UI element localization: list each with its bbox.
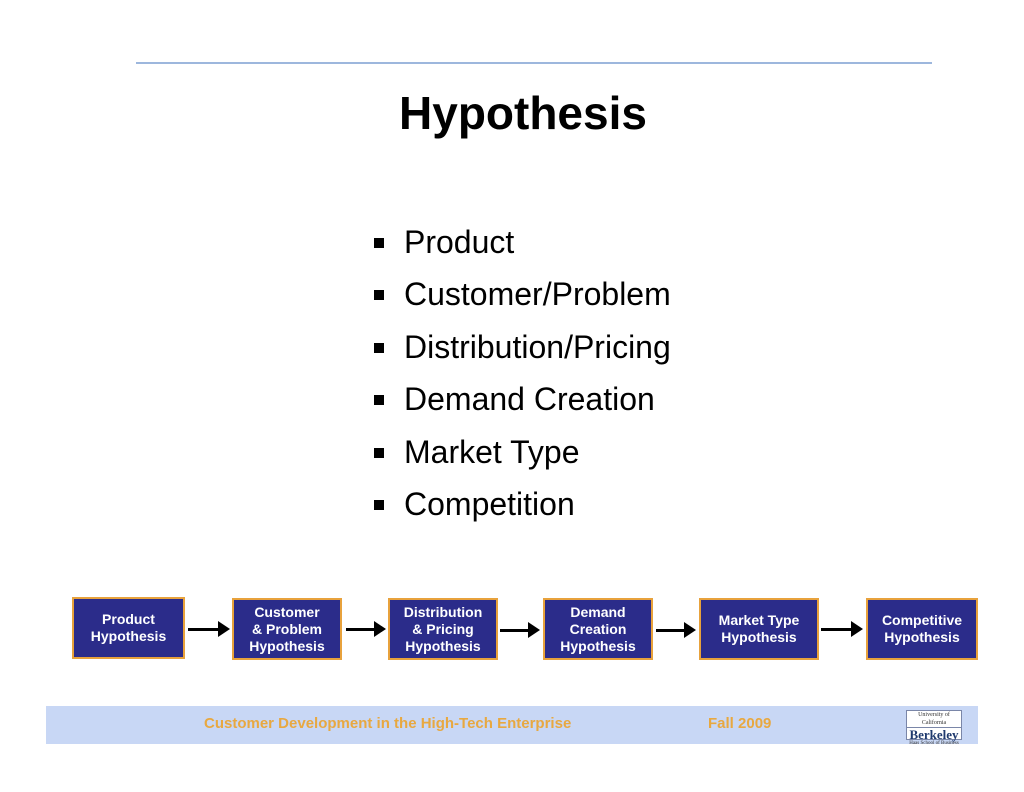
footer-term: Fall 2009	[708, 715, 772, 732]
logo-line-3: Haas School of Business	[909, 741, 959, 746]
arrow-right-icon	[500, 622, 540, 638]
bullet-item: Demand Creation	[368, 377, 671, 429]
bullet-text: Product	[404, 224, 515, 260]
bullet-item: Distribution/Pricing	[368, 325, 671, 377]
bullet-list: Product Customer/Problem Distribution/Pr…	[368, 220, 671, 534]
footer-course-title: Customer Development in the High-Tech En…	[204, 715, 572, 732]
arrow-right-icon	[656, 622, 696, 638]
logo-line-1: University of California	[907, 711, 961, 728]
logo-line-2: Berkeley	[909, 727, 959, 742]
bullet-square-icon	[374, 447, 384, 458]
bullet-square-icon	[374, 342, 384, 353]
bullet-item: Customer/Problem	[368, 272, 671, 324]
slide-title: Hypothesis	[399, 87, 647, 139]
arrow-right-icon	[821, 621, 863, 637]
flow-box-market-type: Market Type Hypothesis	[699, 598, 819, 660]
bullet-text: Distribution/Pricing	[404, 328, 671, 365]
bullet-square-icon	[374, 499, 384, 510]
bullet-square-icon	[374, 395, 384, 406]
footer-bar	[46, 706, 978, 744]
flow-box-competitive: Competitive Hypothesis	[866, 598, 978, 660]
bullet-text: Demand Creation	[404, 381, 655, 418]
bullet-square-icon	[374, 290, 384, 301]
bullet-item: Competition	[368, 482, 671, 534]
flow-box-customer-problem: Customer & Problem Hypothesis	[232, 598, 342, 660]
flow-box-demand-creation: Demand Creation Hypothesis	[543, 598, 653, 660]
arrow-right-icon	[346, 621, 386, 637]
arrow-right-icon	[188, 621, 230, 637]
berkeley-haas-logo: University of California Berkeley Haas S…	[906, 710, 962, 746]
bullet-text: Market Type	[404, 433, 580, 470]
flow-box-distribution-pricing: Distribution & Pricing Hypothesis	[388, 598, 498, 660]
bullet-item: Product	[368, 220, 671, 272]
top-divider	[136, 62, 932, 64]
bullet-text: Competition	[404, 485, 575, 522]
bullet-square-icon	[374, 238, 384, 248]
bullet-item: Market Type	[368, 430, 671, 482]
bullet-text: Customer/Problem	[404, 276, 671, 313]
flow-box-product: Product Hypothesis	[72, 597, 185, 659]
